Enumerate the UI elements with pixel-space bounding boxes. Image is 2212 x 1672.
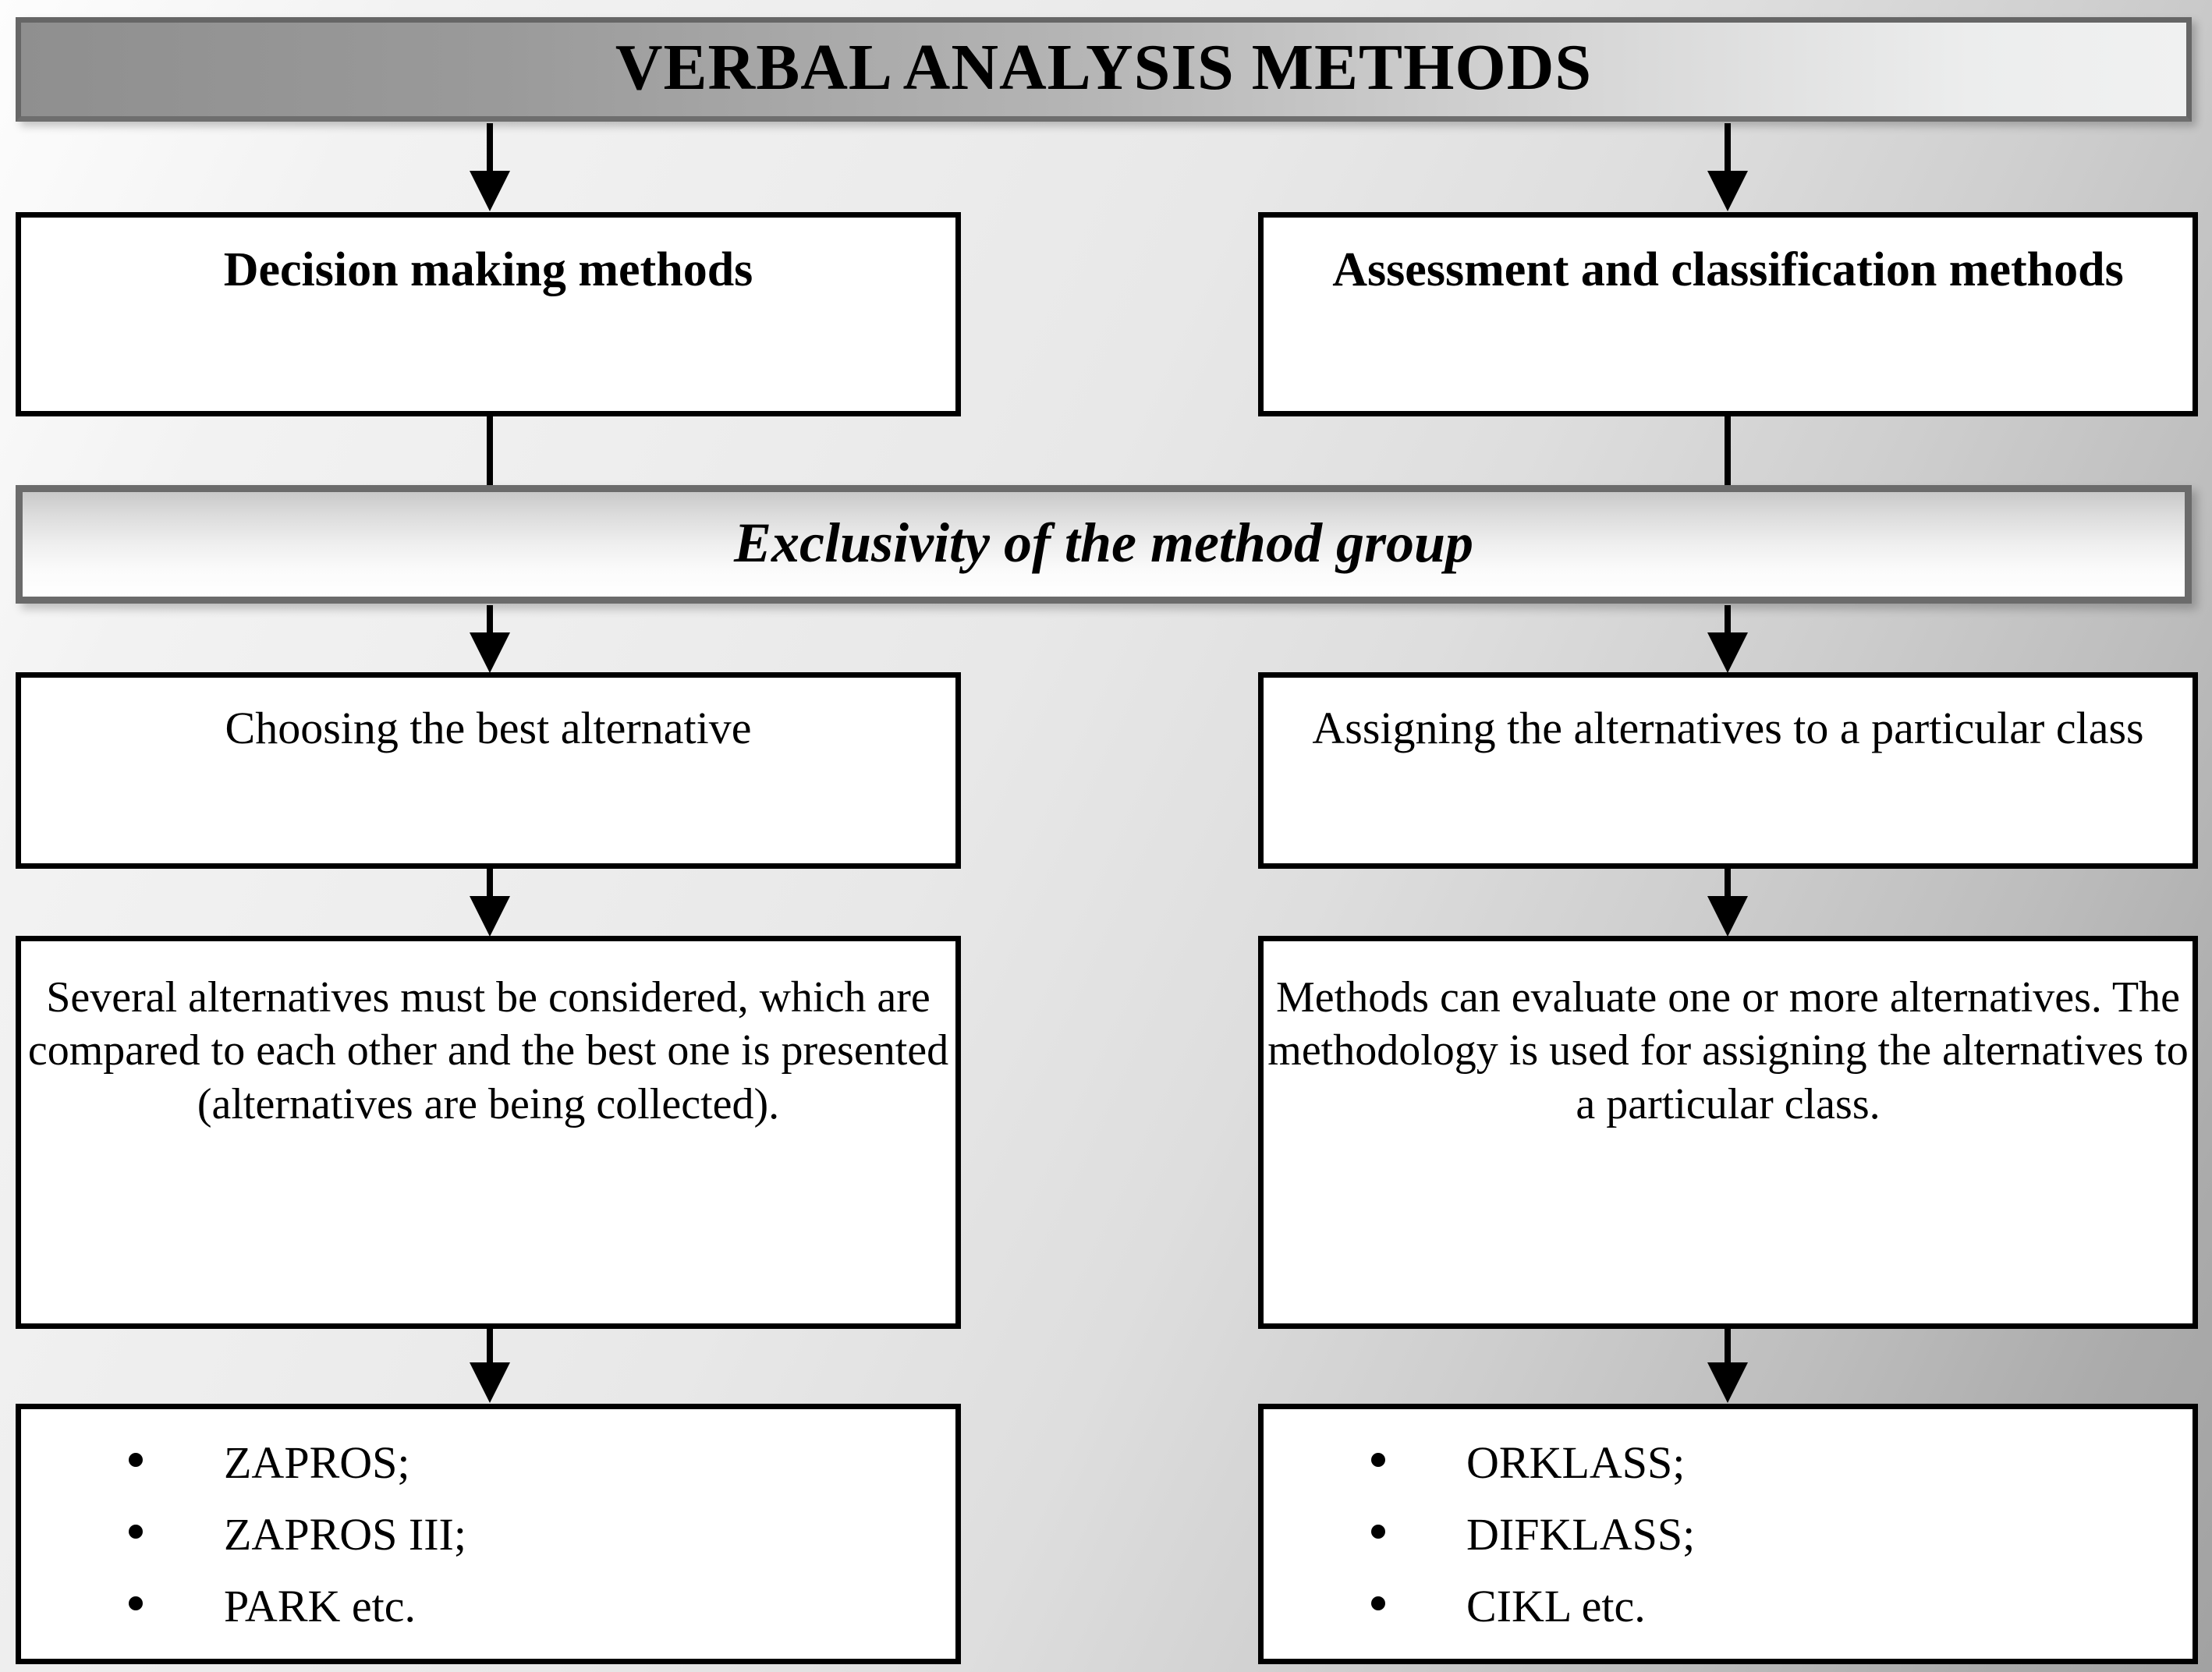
list-item[interactable]: ORKLASS; <box>1264 1440 2193 1486</box>
method-label: ORKLASS; <box>1466 1437 1686 1488</box>
arrow-head <box>1707 1362 1748 1403</box>
goal-label: Choosing the best alternative <box>225 703 752 753</box>
arrow-assigning-class-to-description <box>1704 869 1751 937</box>
arrow-description-to-methods-left <box>466 1329 513 1404</box>
connector-assessment-to-divider <box>1704 416 1751 485</box>
arrow-head <box>470 632 510 673</box>
methods-box-decision-making[interactable]: ZAPROS; ZAPROS III; PARK etc. <box>16 1404 961 1664</box>
description-box-assessment-classification[interactable]: Methods can evaluate one or more alterna… <box>1258 936 2198 1329</box>
method-label: ZAPROS; <box>224 1437 410 1488</box>
bullet-icon <box>1371 1525 1385 1539</box>
description-box-decision-making[interactable]: Several alternatives must be considered,… <box>16 936 961 1329</box>
category-box-assessment-classification[interactable]: Assessment and classification methods <box>1258 212 2198 416</box>
goal-label: Assigning the alternatives to a particul… <box>1312 703 2144 753</box>
arrow-description-to-methods-right <box>1704 1329 1751 1404</box>
arrow-shaft <box>487 123 493 172</box>
method-label: PARK etc. <box>224 1581 416 1631</box>
category-label: Assessment and classification methods <box>1332 243 2124 296</box>
arrow-header-to-assessment <box>1704 123 1751 212</box>
description-text: Several alternatives must be considered,… <box>27 973 949 1128</box>
arrow-shaft <box>1725 605 1731 633</box>
arrow-header-to-decision-making <box>466 123 513 212</box>
methods-list: ORKLASS; DIFKLASS; CIKL etc. <box>1264 1409 2193 1629</box>
bullet-icon <box>1371 1453 1385 1467</box>
list-item[interactable]: DIFKLASS; <box>1264 1512 2193 1557</box>
arrow-divider-to-choosing-best <box>466 605 513 674</box>
exclusivity-banner: Exclusivity of the method group <box>16 485 2192 604</box>
bullet-icon <box>1371 1596 1385 1610</box>
arrow-head <box>1707 171 1748 211</box>
arrow-shaft <box>1725 869 1731 897</box>
methods-list: ZAPROS; ZAPROS III; PARK etc. <box>21 1409 955 1629</box>
arrow-head <box>470 171 510 211</box>
category-label: Decision making methods <box>223 243 753 296</box>
goal-box-assigning-to-class[interactable]: Assigning the alternatives to a particul… <box>1258 672 2198 869</box>
header-banner: VERBAL ANALYSIS METHODS <box>16 17 2192 122</box>
arrow-shaft <box>1725 1329 1731 1363</box>
header-title: VERBAL ANALYSIS METHODS <box>615 31 1593 104</box>
arrow-head <box>470 1362 510 1403</box>
list-item[interactable]: ZAPROS III; <box>21 1512 955 1557</box>
method-label: CIKL etc. <box>1466 1581 1646 1631</box>
arrow-head <box>470 896 510 937</box>
bullet-icon <box>129 1525 143 1539</box>
exclusivity-label: Exclusivity of the method group <box>733 512 1474 574</box>
arrow-shaft <box>1725 123 1731 172</box>
list-item[interactable]: PARK etc. <box>21 1584 955 1629</box>
arrow-shaft <box>487 869 493 897</box>
bullet-icon <box>129 1596 143 1610</box>
goal-box-choosing-best-alternative[interactable]: Choosing the best alternative <box>16 672 961 869</box>
arrow-head <box>1707 632 1748 673</box>
bullet-icon <box>129 1453 143 1467</box>
arrow-shaft <box>487 605 493 633</box>
arrow-divider-to-assigning-class <box>1704 605 1751 674</box>
arrow-shaft <box>487 1329 493 1363</box>
list-item[interactable]: ZAPROS; <box>21 1440 955 1486</box>
arrow-head <box>1707 896 1748 937</box>
category-box-decision-making[interactable]: Decision making methods <box>16 212 961 416</box>
list-item[interactable]: CIKL etc. <box>1264 1584 2193 1629</box>
method-label: ZAPROS III; <box>224 1509 466 1560</box>
connector-shaft <box>487 416 493 485</box>
methods-box-assessment-classification[interactable]: ORKLASS; DIFKLASS; CIKL etc. <box>1258 1404 2198 1664</box>
arrow-choosing-best-to-description <box>466 869 513 937</box>
method-label: DIFKLASS; <box>1466 1509 1696 1560</box>
connector-shaft <box>1725 416 1731 485</box>
connector-decision-making-to-divider <box>466 416 513 485</box>
description-text: Methods can evaluate one or more alterna… <box>1267 973 2189 1128</box>
